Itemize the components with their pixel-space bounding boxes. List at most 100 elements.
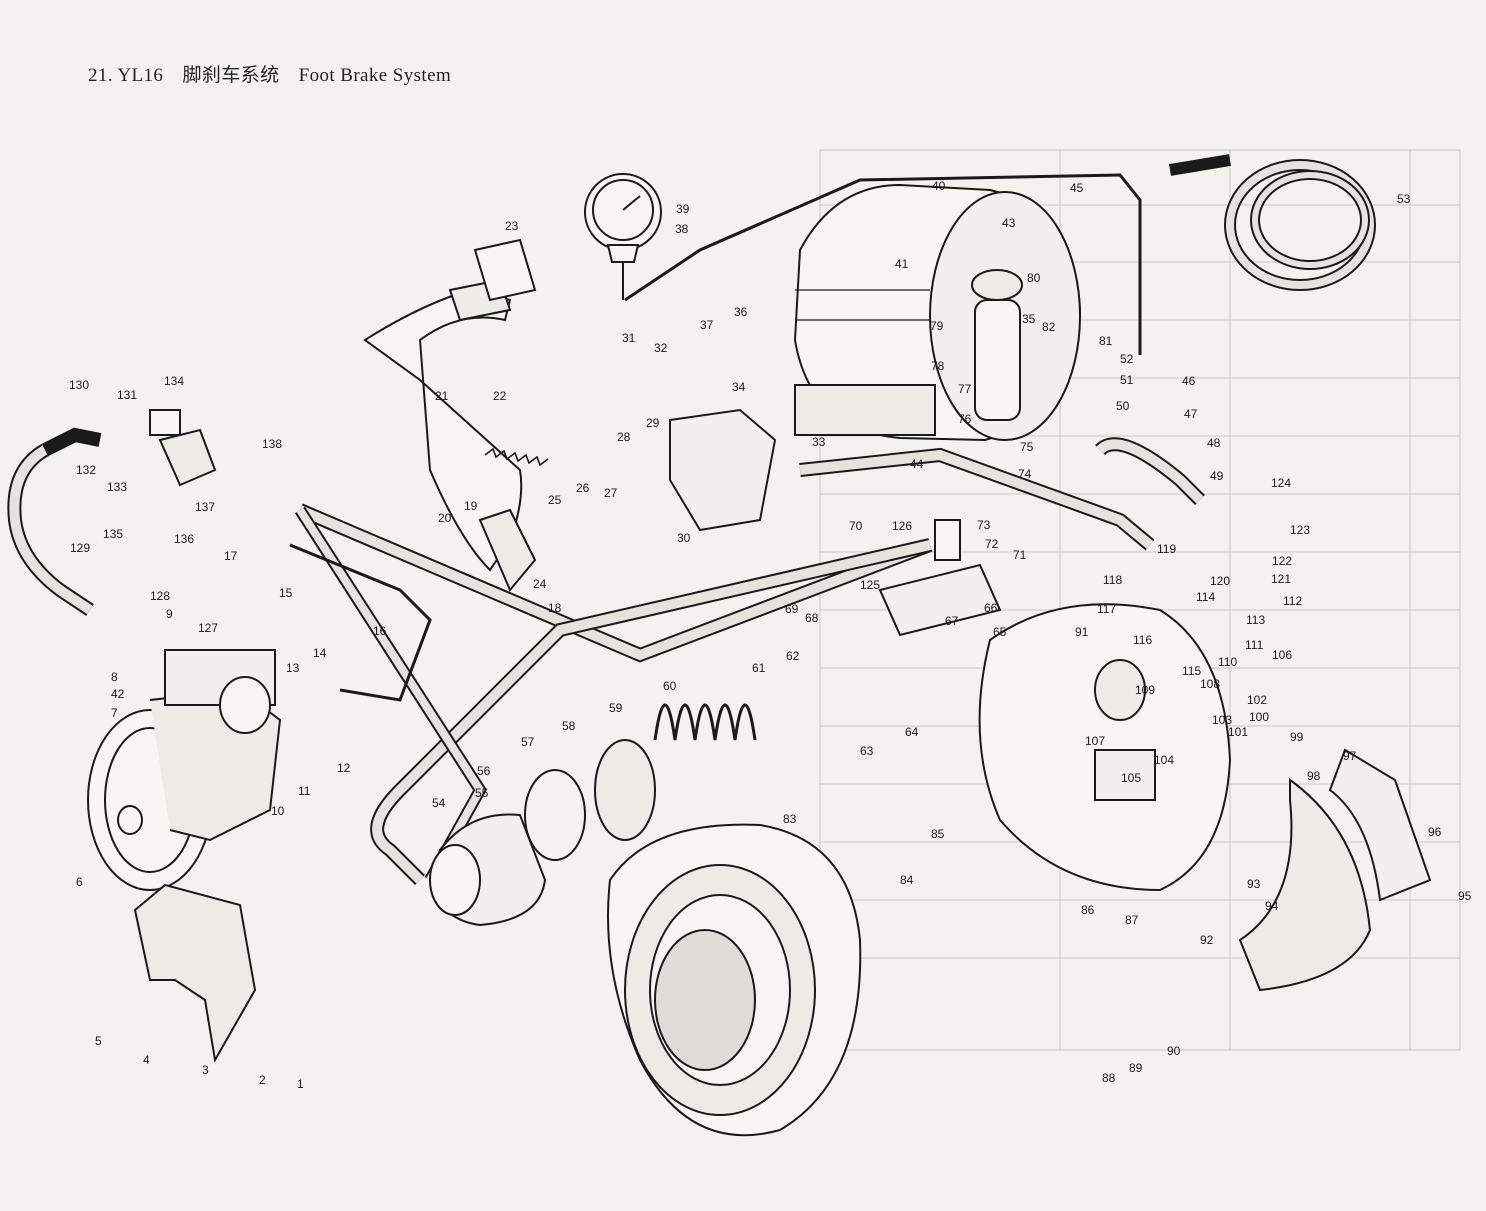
callout-label: 22 <box>493 389 507 403</box>
callout-label: 79 <box>930 319 944 333</box>
callout-label: 1 <box>297 1077 304 1091</box>
callout-label: 85 <box>931 827 945 841</box>
callout-label: 56 <box>477 764 491 778</box>
callout-label: 87 <box>1125 913 1139 927</box>
callout-label: 132 <box>76 463 96 477</box>
callout-label: 105 <box>1121 771 1141 785</box>
callout-label: 67 <box>945 614 959 628</box>
callout-label: 116 <box>1133 633 1152 647</box>
hose-coil <box>1169 154 1376 291</box>
callout-label: 100 <box>1249 710 1269 724</box>
callout-label: 14 <box>313 646 327 660</box>
callout-label: 104 <box>1154 753 1174 767</box>
callout-label: 40 <box>932 179 946 193</box>
pressure-gauge <box>584 173 662 300</box>
callout-labels: 1 2 3 4 5 6 7 8 9 10 11 12 13 14 15 16 1… <box>69 179 1472 1091</box>
title-chinese: 脚刹车系统 <box>182 65 280 86</box>
callout-label: 48 <box>1207 436 1221 450</box>
callout-label: 71 <box>1013 548 1027 562</box>
callout-label: 86 <box>1081 903 1095 917</box>
callout-label: 121 <box>1271 572 1291 586</box>
callout-label: 15 <box>279 586 293 600</box>
callout-label: 110 <box>1218 655 1237 669</box>
callout-label: 47 <box>1184 407 1198 421</box>
callout-label: 5 <box>95 1034 102 1048</box>
callout-label: 8 <box>111 670 118 684</box>
callout-label: 45 <box>1070 181 1084 195</box>
parts-drawing <box>7 154 1432 1137</box>
callout-label: 82 <box>1042 320 1056 334</box>
callout-label: 96 <box>1428 825 1442 839</box>
callout-label: 52 <box>1120 352 1134 366</box>
callout-label: 75 <box>1020 440 1034 454</box>
backing-plate <box>978 603 1232 892</box>
callout-label: 78 <box>931 359 945 373</box>
title-english: Foot Brake System <box>298 65 452 86</box>
callout-label: 25 <box>548 493 562 507</box>
callout-label: 4 <box>143 1053 150 1067</box>
air-compressor <box>87 649 282 891</box>
callout-label: 63 <box>860 744 874 758</box>
callout-label: 42 <box>111 687 125 701</box>
callout-label: 18 <box>548 601 562 615</box>
callout-label: 83 <box>783 812 797 826</box>
brake-drum <box>607 823 862 1137</box>
callout-label: 74 <box>1018 467 1032 481</box>
callout-label: 68 <box>805 611 819 625</box>
callout-label: 31 <box>622 331 636 345</box>
callout-label: 89 <box>1129 1061 1143 1075</box>
callout-label: 49 <box>1210 469 1224 483</box>
callout-label: 108 <box>1200 677 1220 691</box>
callout-label: 17 <box>224 549 238 563</box>
callout-label: 112 <box>1283 594 1302 608</box>
callout-label: 129 <box>70 541 90 555</box>
reservoir <box>971 269 1023 421</box>
callout-label: 13 <box>286 661 300 675</box>
callout-label: 91 <box>1075 625 1089 639</box>
callout-label: 57 <box>521 735 535 749</box>
callout-label: 2 <box>259 1073 266 1087</box>
callout-label: 93 <box>1247 877 1261 891</box>
callout-label: 55 <box>475 786 489 800</box>
page-title: 21. YL16 脚刹车系统 Foot Brake System <box>88 60 465 87</box>
callout-label: 98 <box>1307 769 1321 783</box>
callout-label: 27 <box>604 486 618 500</box>
callout-label: 80 <box>1027 271 1041 285</box>
callout-label: 128 <box>150 589 170 603</box>
callout-label: 72 <box>985 537 999 551</box>
callout-label: 95 <box>1458 889 1472 903</box>
callout-label: 118 <box>1103 573 1122 587</box>
callout-label: 84 <box>900 873 914 887</box>
callout-label: 107 <box>1085 734 1105 748</box>
callout-label: 123 <box>1290 523 1310 537</box>
callout-label: 134 <box>164 374 184 388</box>
callout-label: 76 <box>958 412 972 426</box>
callout-label: 59 <box>609 701 623 715</box>
callout-label: 33 <box>812 435 826 449</box>
master-cylinder <box>878 519 1002 637</box>
callout-label: 38 <box>675 222 689 236</box>
callout-label: 62 <box>786 649 800 663</box>
callout-label: 101 <box>1228 725 1248 739</box>
callout-label: 120 <box>1210 574 1230 588</box>
callout-label: 109 <box>1135 683 1155 697</box>
callout-label: 9 <box>166 607 173 621</box>
callout-label: 50 <box>1116 399 1130 413</box>
callout-label: 54 <box>432 796 446 810</box>
callout-label: 16 <box>373 624 387 638</box>
callout-label: 106 <box>1272 648 1292 662</box>
callout-label: 77 <box>958 382 972 396</box>
chamber-spring <box>653 703 757 741</box>
callout-label: 122 <box>1272 554 1292 568</box>
callout-label: 60 <box>663 679 677 693</box>
callout-label: 137 <box>195 500 215 514</box>
callout-label: 73 <box>977 518 991 532</box>
callout-label: 53 <box>1397 192 1411 206</box>
callout-label: 126 <box>892 519 912 533</box>
callout-label: 46 <box>1182 374 1196 388</box>
callout-label: 30 <box>677 531 691 545</box>
callout-label: 37 <box>700 318 714 332</box>
callout-label: 34 <box>732 380 746 394</box>
